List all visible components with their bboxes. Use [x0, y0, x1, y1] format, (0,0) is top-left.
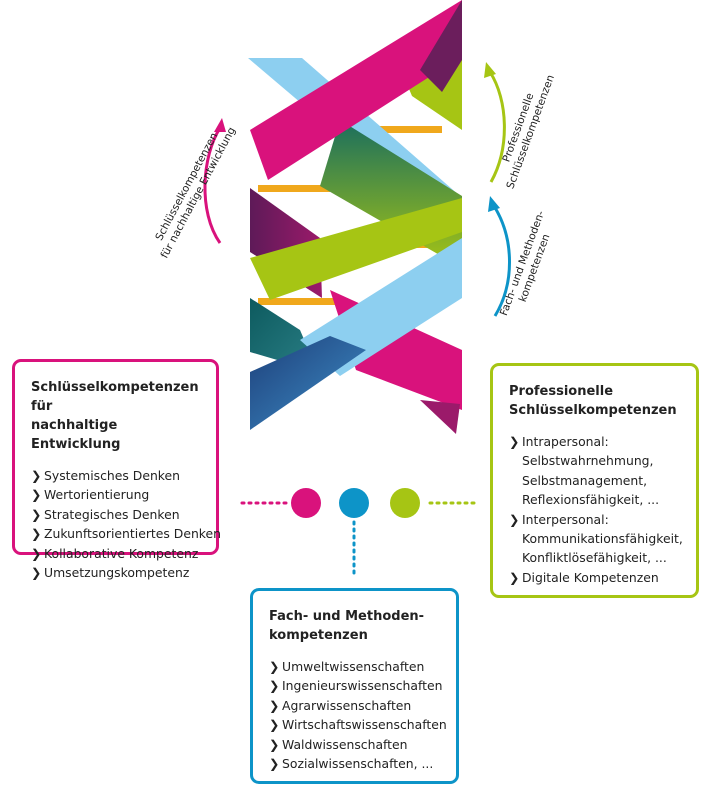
box-professional-competences: Professionelle Schlüsselkompetenzen ❯ In… [490, 363, 699, 598]
box-title: Schlüsselkompetenzen für nachhaltige Ent… [31, 378, 202, 454]
chevron-right-icon: ❯ [269, 678, 280, 694]
chevron-right-icon: ❯ [31, 565, 42, 581]
list-item: ❯Waldwissenschaften [269, 735, 442, 754]
chevron-right-icon: ❯ [509, 434, 520, 449]
chevron-right-icon: ❯ [269, 697, 280, 713]
arc-right-bottom-arrowhead [488, 196, 500, 212]
box-sustainability-competences: Schlüsselkompetenzen für nachhaltige Ent… [12, 359, 221, 580]
chevron-right-icon: ❯ [31, 545, 42, 561]
list-item: ❯Wertorientierung [31, 485, 202, 504]
strand-green-middle [250, 198, 462, 300]
chevron-right-icon: ❯ [31, 487, 42, 503]
list-item: ❯Ingenieurswissenschaften [269, 676, 442, 695]
competence-list: ❯Umweltwissenschaften ❯Ingenieurswissens… [269, 657, 447, 773]
strand-magenta-top [250, 0, 462, 180]
chevron-right-icon: ❯ [31, 506, 42, 522]
arc-right-bottom [488, 196, 511, 317]
box-title-line-1: Schlüsselkompetenzen für [31, 380, 199, 414]
arc-right-top-arrowhead [484, 62, 496, 78]
chevron-right-icon: ❯ [269, 736, 280, 752]
list-item: ❯Zukunftsorientiertes Denken [31, 524, 221, 543]
chevron-right-icon: ❯ [269, 756, 280, 772]
list-item: ❯Umweltwissenschaften [269, 657, 442, 676]
arc-right-top [484, 62, 506, 183]
arc-left [203, 118, 226, 244]
arc-right-bottom-line [492, 205, 511, 317]
list-item: ❯ Interpersonal: Kommunikationsfähigkeit… [509, 511, 683, 566]
list-item: ❯Wirtschaftswissenschaften [269, 715, 447, 734]
box-title-line-2: nachhaltige Entwicklung [31, 418, 121, 452]
dot-blue [339, 488, 369, 518]
dot-green [390, 488, 420, 518]
arc-left-arrowhead [214, 118, 226, 132]
rung-4 [258, 298, 348, 305]
list-item: ❯Strategisches Denken [31, 505, 202, 524]
box-title-line-1: Professionelle [509, 384, 614, 399]
chevron-right-icon: ❯ [509, 511, 520, 527]
chevron-right-icon: ❯ [269, 717, 280, 733]
list-item: ❯Umsetzungskompetenz [31, 563, 202, 582]
rung-1 [378, 126, 442, 133]
dna-helix [248, 0, 462, 434]
box-title-line-1: Fach- und Methoden- [269, 609, 425, 624]
box-subject-method-competences: Fach- und Methoden- kompetenzen ❯Umweltw… [250, 588, 459, 784]
competence-list: ❯ Intrapersonal: Selbstwahrnehmung, Selb… [509, 432, 683, 587]
box-title: Professionelle Schlüsselkompetenzen [509, 382, 682, 420]
dot-magenta [291, 488, 321, 518]
strand-tail [420, 400, 460, 434]
strand-navy-bottom [250, 336, 366, 430]
chevron-right-icon: ❯ [269, 659, 280, 674]
list-item: ❯Agrarwissenschaften [269, 696, 442, 715]
chevron-right-icon: ❯ [31, 526, 42, 542]
chevron-right-icon: ❯ [31, 468, 42, 483]
list-item: ❯ Intrapersonal: Selbstwahrnehmung, Selb… [509, 434, 660, 508]
competence-list: ❯Systemisches Denken ❯Wertorientierung ❯… [31, 466, 221, 582]
chevron-right-icon: ❯ [509, 569, 520, 585]
box-title: Fach- und Methoden- kompetenzen [269, 607, 442, 645]
list-item: ❯Sozialwissenschaften, ... [269, 754, 442, 773]
box-title-line-2: kompetenzen [269, 628, 368, 643]
arc-left-line [203, 127, 222, 244]
rung-2 [258, 185, 330, 192]
list-item: ❯Kollaborative Kompetenz [31, 544, 202, 563]
arc-right-top-line [488, 71, 506, 183]
list-item: ❯Systemisches Denken [31, 466, 202, 485]
strand-purple-top [420, 0, 462, 92]
list-item: ❯ Digitale Kompetenzen [509, 568, 682, 587]
connector [240, 488, 476, 576]
box-title-line-2: Schlüsselkompetenzen [509, 403, 677, 418]
